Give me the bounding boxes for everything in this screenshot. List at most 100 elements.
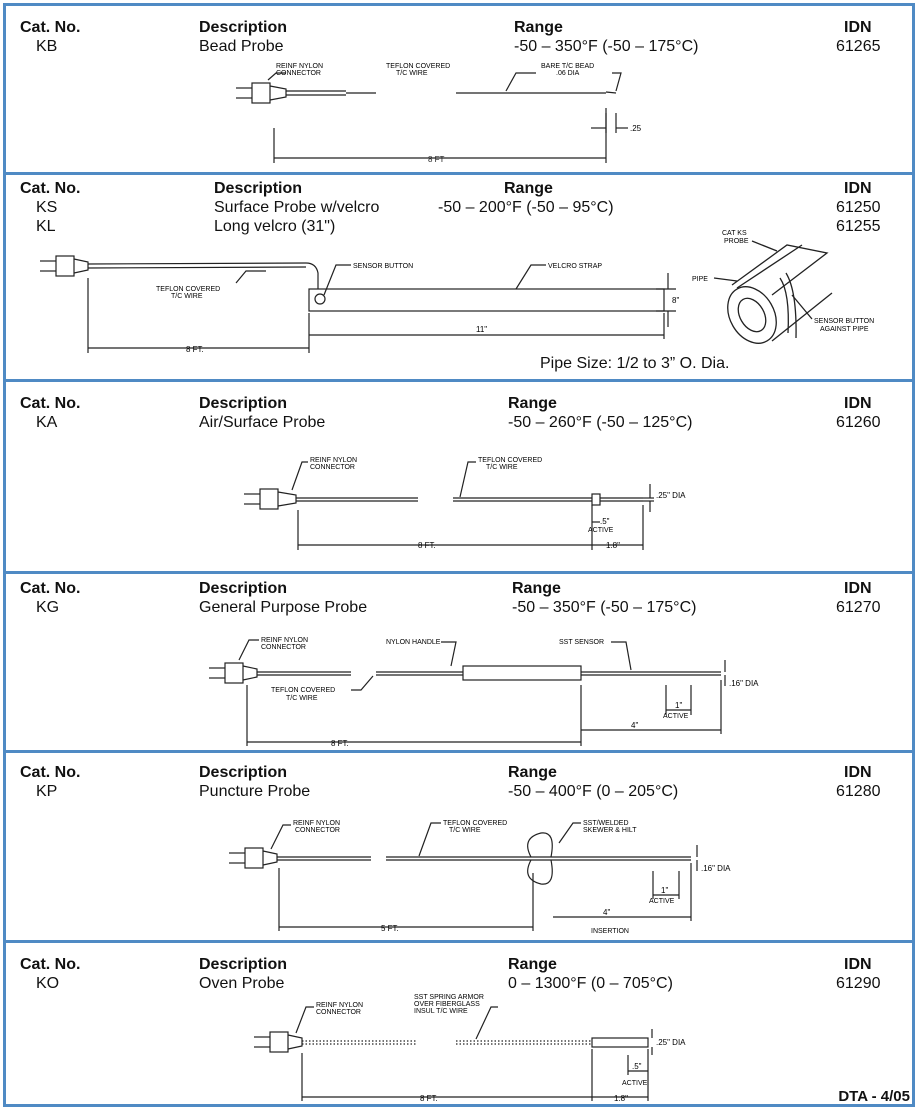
cat-header: Cat. No. (20, 395, 81, 412)
cat-column: Cat. No. KO (20, 955, 80, 993)
label-dia: .25" DIA (656, 491, 686, 500)
label-strap-length: 11" (476, 325, 487, 334)
label-skewer-hilt: SKEWER & HILT (583, 827, 637, 834)
cat-column: Cat. No. KP (20, 763, 80, 801)
label-sst-sensor: SST SENSOR (559, 639, 604, 646)
cat-column: Cat. No. KA (20, 394, 80, 432)
cat-value: KG (36, 599, 60, 616)
range-header: Range (514, 19, 563, 36)
desc-column: Description Air/Surface Probe (199, 394, 325, 432)
idn-value: 61260 (836, 414, 881, 431)
desc-value-kl: Long velcro (31") (214, 218, 336, 235)
range-header: Range (508, 956, 557, 973)
label-sensor-button: SENSOR BUTTON (353, 263, 413, 270)
pipe-size-note: Pipe Size: 1/2 to 3” O. Dia. (540, 355, 730, 372)
label-teflon-covered: TEFLON COVERED (156, 286, 220, 293)
label-active-length: 1" (661, 886, 668, 895)
range-value: -50 – 260°F (-50 – 125°C) (508, 414, 693, 431)
range-header: Range (508, 395, 557, 412)
label-tc-wire: T/C WIRE (171, 293, 203, 300)
cat-value: KA (36, 414, 58, 431)
label-pipe: PIPE (692, 276, 708, 283)
label-strap-width: 8" (672, 296, 679, 305)
idn-header: IDN (844, 580, 872, 597)
label-reinf-nylon: REINF NYLON (310, 457, 357, 464)
label-sensor-button-pipe: SENSOR BUTTON (814, 318, 874, 325)
label-insertion-length: 4" (603, 908, 610, 917)
range-column: Range -50 – 260°F (-50 – 125°C) (508, 394, 692, 432)
label-bare-bead: BARE T/C BEAD (541, 63, 594, 70)
label-teflon-covered: TEFLON COVERED (443, 820, 507, 827)
probe-drawing-kp: REINF NYLON CONNECTOR TEFLON COVERED T/C… (229, 820, 731, 935)
desc-header: Description (199, 395, 288, 412)
desc-header: Description (199, 19, 288, 36)
desc-value: General Purpose Probe (199, 599, 368, 616)
label-length-8ft: 8 FT. (418, 541, 436, 550)
idn-column: IDN 61265 (836, 18, 881, 56)
label-bead-dia: .06 DIA (556, 70, 580, 77)
range-column: Range -50 – 350°F (-50 – 175°C) (514, 18, 698, 56)
cat-value-kl: KL (36, 218, 56, 235)
idn-value-kl: 61255 (836, 218, 881, 235)
idn-value: 61265 (836, 38, 881, 55)
cat-value: KO (36, 975, 60, 992)
label-against-pipe: AGAINST PIPE (820, 326, 869, 333)
label-length-8ft: 8 FT. (331, 739, 349, 748)
label-dim-25: .25 (630, 124, 642, 133)
label-sst-welded: SST/WELDED (583, 820, 629, 827)
section-ko: Cat. No. KO Description Oven Probe Range… (6, 943, 912, 1107)
range-value: 0 – 1300°F (0 – 705°C) (508, 975, 673, 992)
label-active-length: 1" (675, 701, 682, 710)
label-over-fiberglass: OVER FIBERGLASS (414, 1001, 480, 1008)
probe-drawing-ko: REINF NYLON CONNECTOR SST SPRING ARMOR O… (254, 994, 686, 1103)
cat-header: Cat. No. (20, 19, 81, 36)
label-sst-spring-armor: SST SPRING ARMOR (414, 994, 484, 1001)
desc-value: Bead Probe (199, 38, 284, 55)
cat-header: Cat. No. (20, 764, 81, 781)
label-active: ACTIVE (622, 1080, 648, 1087)
cat-column: Cat. No. KG (20, 579, 80, 617)
cat-value-ks: KS (36, 199, 58, 216)
section-ka: Cat. No. KA Description Air/Surface Prob… (6, 382, 912, 574)
label-tc-wire: T/C WIRE (396, 70, 428, 77)
label-teflon-covered: TEFLON COVERED (478, 457, 542, 464)
label-probe: PROBE (724, 238, 749, 245)
pipe-illustration: CAT KS PROBE PIPE SENSOR BUTTON AGAINST … (692, 230, 874, 344)
label-dia: .16" DIA (729, 679, 759, 688)
desc-column: Description General Purpose Probe (199, 579, 367, 617)
label-connector: CONNECTOR (310, 464, 355, 471)
label-connector: CONNECTOR (276, 70, 321, 77)
probe-drawing-kb: REINF NYLON CONNECTOR TEFLON COVERED T/C… (236, 63, 642, 164)
label-length-8ft: 8 FT. (186, 345, 204, 354)
desc-header: Description (199, 580, 288, 597)
cat-header: Cat. No. (20, 956, 81, 973)
label-tip-length: 1.8" (606, 541, 620, 550)
desc-column: Description Bead Probe (199, 18, 287, 56)
cat-value: KP (36, 783, 58, 800)
label-dia: .16" DIA (701, 864, 731, 873)
desc-value: Air/Surface Probe (199, 414, 326, 431)
desc-value-ks: Surface Probe w/velcro (214, 199, 380, 216)
range-column: Range 0 – 1300°F (0 – 705°C) (508, 955, 673, 993)
label-active-length: .5" (600, 517, 610, 526)
section-kp: Cat. No. KP Description Puncture Probe R… (6, 753, 912, 943)
idn-header: IDN (844, 395, 872, 412)
label-teflon-covered: TEFLON COVERED (386, 63, 450, 70)
label-insertion: INSERTION (591, 928, 629, 935)
cat-header: Cat. No. (20, 180, 81, 197)
label-tc-wire: T/C WIRE (449, 827, 481, 834)
label-length-8ft: 8 FT. (420, 1094, 438, 1103)
label-velcro-strap: VELCRO STRAP (548, 263, 602, 270)
label-length-5ft: 5 FT. (381, 924, 399, 933)
idn-column: IDN 61290 (836, 955, 881, 993)
cat-header: Cat. No. (20, 580, 81, 597)
idn-column: IDN 61280 (836, 763, 881, 801)
label-connector: CONNECTOR (295, 827, 340, 834)
desc-column: Description Oven Probe (199, 955, 287, 993)
label-tc-wire: T/C WIRE (286, 695, 318, 702)
idn-header: IDN (844, 180, 872, 197)
idn-column: IDN 61250 61255 (836, 179, 881, 236)
desc-column: Description Surface Probe w/velcro Long … (214, 179, 379, 236)
label-tc-wire: T/C WIRE (486, 464, 518, 471)
label-dia: .25" DIA (656, 1038, 686, 1047)
